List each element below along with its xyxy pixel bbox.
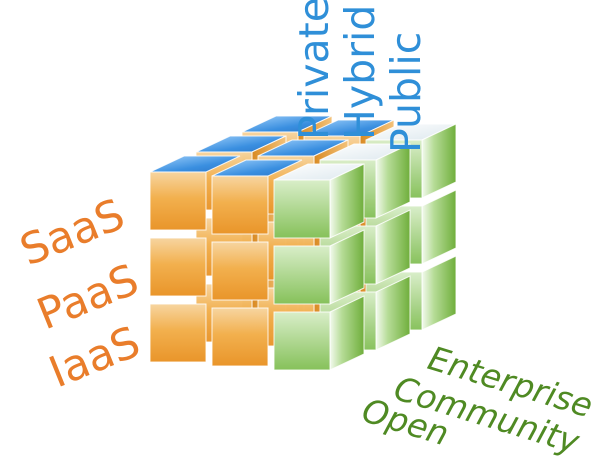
block-front-face	[211, 241, 269, 301]
block-front-face	[149, 303, 207, 363]
block-front-face	[273, 179, 331, 239]
deployment-label-public: Public	[382, 32, 430, 153]
block-front-face	[149, 171, 207, 231]
deployment-label-private: Private	[290, 0, 338, 140]
deployment-label-hybrid: Hybrid	[336, 5, 384, 140]
cube-blocks	[149, 115, 457, 371]
block-front-face	[211, 175, 269, 235]
block-side-face	[421, 189, 457, 265]
block-front-face	[149, 237, 207, 297]
block-front-face	[273, 245, 331, 305]
block-front-face	[273, 311, 331, 371]
block-front-face	[211, 307, 269, 367]
block-side-face	[421, 255, 457, 331]
